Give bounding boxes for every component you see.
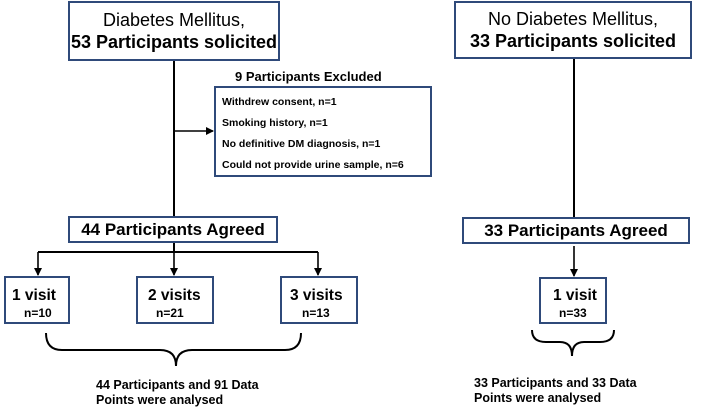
visit-box-3: 3 visits n=13 bbox=[280, 276, 358, 324]
dm-solicited-line1: Diabetes Mellitus, bbox=[102, 10, 246, 30]
no-dm-solicited-line1: No Diabetes Mellitus, bbox=[487, 9, 659, 29]
visit-n: n=33 bbox=[559, 306, 587, 320]
no-dm-agreed-label: 33 Participants Agreed bbox=[484, 220, 668, 240]
excluded-item: Smoking history, n=1 bbox=[222, 117, 328, 129]
visit-label: 1 visit bbox=[553, 287, 597, 304]
visit-label: 2 visits bbox=[148, 287, 201, 304]
visit-box-2: 2 visits n=21 bbox=[136, 276, 214, 324]
excluded-box: Withdrew consent, n=1 Smoking history, n… bbox=[214, 86, 432, 177]
dm-summary: 44 Participants and 91 Data Points were … bbox=[96, 378, 259, 408]
no-dm-solicited-box: No Diabetes Mellitus, 33 Participants so… bbox=[454, 1, 692, 59]
dm-agreed-label: 44 Participants Agreed bbox=[81, 219, 265, 239]
no-dm-summary-line1: 33 Participants and 33 Data bbox=[474, 376, 637, 390]
no-dm-summary: 33 Participants and 33 Data Points were … bbox=[474, 376, 637, 406]
visit-label: 1 visit bbox=[12, 287, 56, 304]
dm-summary-line1: 44 Participants and 91 Data bbox=[96, 378, 259, 392]
no-dm-agreed-box: 33 Participants Agreed bbox=[462, 217, 690, 244]
visit-n: n=13 bbox=[302, 306, 330, 320]
visit-label: 3 visits bbox=[290, 287, 343, 304]
visit-n: n=21 bbox=[156, 306, 184, 320]
dm-solicited-box: Diabetes Mellitus, 53 Participants solic… bbox=[68, 1, 280, 61]
dm-summary-line2: Points were analysed bbox=[96, 393, 224, 407]
dm-agreed-box: 44 Participants Agreed bbox=[68, 216, 278, 243]
excluded-item: Withdrew consent, n=1 bbox=[222, 96, 337, 108]
no-dm-solicited-line2: 33 Participants solicited bbox=[469, 31, 677, 51]
right-brace bbox=[531, 329, 615, 357]
visit-n: n=10 bbox=[24, 306, 52, 320]
excluded-item: Could not provide urine sample, n=6 bbox=[222, 159, 404, 171]
no-dm-summary-line2: Points were analysed bbox=[474, 391, 602, 405]
visit-box-1: 1 visit n=10 bbox=[4, 276, 70, 324]
dm-solicited-line2: 53 Participants solicited bbox=[70, 32, 278, 52]
right-visit-box: 1 visit n=33 bbox=[539, 277, 607, 324]
excluded-title: 9 Participants Excluded bbox=[235, 69, 382, 84]
excluded-item: No definitive DM diagnosis, n=1 bbox=[222, 138, 381, 150]
left-brace bbox=[45, 332, 302, 367]
